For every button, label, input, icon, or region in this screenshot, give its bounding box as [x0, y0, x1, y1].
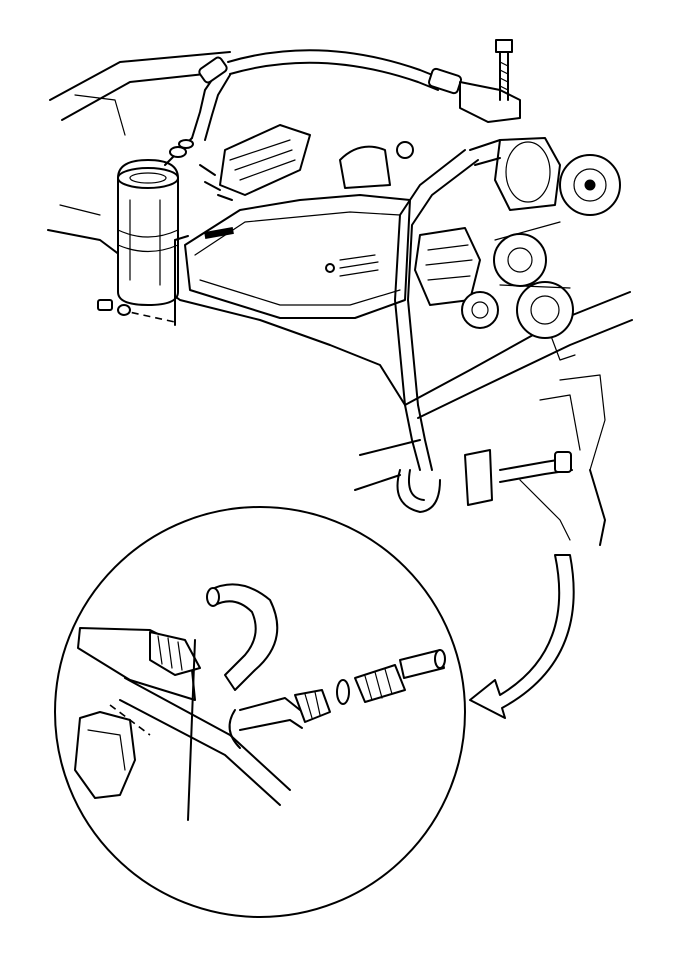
compressor — [469, 137, 621, 216]
suction-hose — [191, 49, 521, 141]
accumulator-canister — [117, 137, 194, 306]
detail-u-bend-pipe — [206, 583, 279, 691]
alternator — [414, 227, 481, 306]
distributor-cap — [199, 124, 311, 201]
detail-nut — [294, 689, 331, 723]
liquid-line — [394, 149, 573, 483]
engine-valve-cover — [184, 141, 414, 319]
detail-circle — [54, 506, 466, 918]
line-clip — [396, 449, 493, 513]
detail-fitting-male — [354, 649, 446, 703]
detail-arrow — [469, 554, 575, 719]
detail-hose-fitting — [77, 627, 201, 701]
mounting-bolt — [495, 39, 513, 101]
detail-o-ring — [336, 679, 350, 705]
detail-tube — [119, 677, 303, 806]
engine-pulleys — [461, 221, 574, 339]
detail-bracket — [74, 711, 136, 799]
detail-dashed-leader — [109, 639, 196, 821]
accumulator-bracket — [97, 235, 189, 326]
fender-body-outline — [47, 51, 633, 546]
